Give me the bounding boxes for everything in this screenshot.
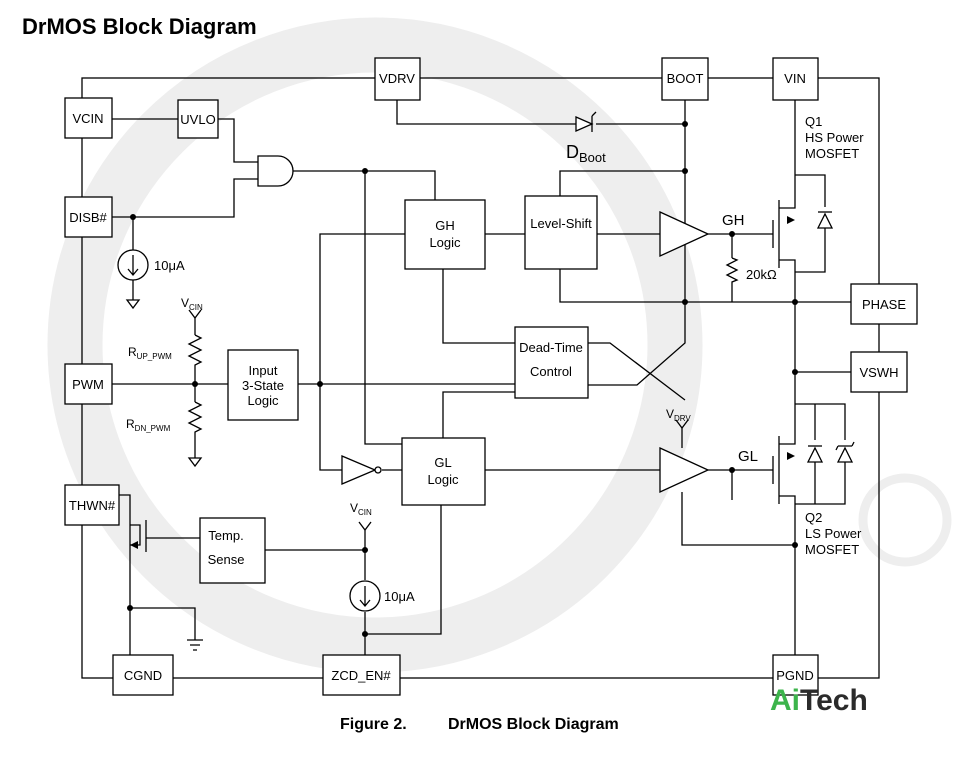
pin-phase-label: PHASE <box>862 297 906 312</box>
rup-label: RUP_PWM <box>128 345 172 361</box>
pin-thwn <box>64 484 120 526</box>
dead-time-block <box>514 326 589 399</box>
input-logic-label-2: 3-State <box>242 378 284 393</box>
gl-driver <box>659 446 710 494</box>
temp-sense-block <box>199 517 266 584</box>
pin-pgnd-label: PGND <box>776 668 814 683</box>
level-shift-label: Level-Shift <box>530 216 592 231</box>
pin-vswh-label: VSWH <box>860 365 899 380</box>
pin-boot <box>661 57 709 101</box>
q2-label-1: Q2 <box>805 510 822 525</box>
watermark <box>47 17 952 673</box>
pin-thwn-label: THWN# <box>69 498 116 513</box>
rup-resistor <box>187 334 203 370</box>
pin-vswh <box>850 351 908 393</box>
thwn-gate-arrow <box>130 541 138 549</box>
isrc-top-label: 10μA <box>154 258 185 273</box>
q1-label-1: Q1 <box>805 114 822 129</box>
temp-sense-label-2: Sense <box>208 552 245 567</box>
gh-logic-label-1: GH <box>435 218 455 233</box>
pin-disb-label: DISB# <box>69 210 107 225</box>
and-gate <box>257 155 294 187</box>
hs-gate-arrow <box>787 216 795 224</box>
current-source-zcd <box>349 580 381 612</box>
pin-boot-label: BOOT <box>667 71 704 86</box>
input-logic-label-1: Input <box>249 363 278 378</box>
pin-vcin-label: VCIN <box>72 111 103 126</box>
ls-body-diode <box>806 445 824 463</box>
inverter <box>341 455 382 485</box>
input-logic-label-3: Logic <box>247 393 279 408</box>
dboot-label: DBoot <box>566 142 606 165</box>
gl-logic-label-2: Logic <box>427 472 459 487</box>
pin-phase <box>850 283 918 325</box>
pin-vdrv-label: VDRV <box>379 71 415 86</box>
gh-signal-label: GH <box>722 212 745 229</box>
figure-caption-text: DrMOS Block Diagram <box>448 716 619 733</box>
pin-cgnd-label: CGND <box>124 668 162 683</box>
pin-vdrv <box>374 57 421 101</box>
pin-cgnd <box>112 654 174 696</box>
aitech-logo: AiTech <box>770 684 868 717</box>
pin-zcd-en <box>322 654 401 696</box>
gl-logic-block <box>401 437 486 506</box>
r20k-resistor <box>725 257 739 286</box>
page-title: DrMOS Block Diagram <box>22 14 257 39</box>
r20k-label: 20kΩ <box>746 267 777 282</box>
junctions <box>127 121 798 637</box>
dead-time-label-1: Dead-Time <box>519 340 583 355</box>
pin-vcin <box>64 97 113 139</box>
pin-vin-label: VIN <box>784 71 806 86</box>
q1-label-3: MOSFET <box>805 146 859 161</box>
input-logic-block <box>227 349 299 421</box>
vcin-supply-arrow-2 <box>358 521 372 532</box>
rdn-resistor <box>187 401 203 437</box>
isrc-bottom-label: 10μA <box>384 589 415 604</box>
uvlo-block <box>177 99 219 139</box>
gl-logic-label-1: GL <box>434 455 451 470</box>
pin-vin <box>772 57 819 101</box>
vcin-supply-arrow-1 <box>188 309 202 320</box>
vdrv-label: VDRV <box>666 407 691 423</box>
vcin-label-top: VCIN <box>181 296 203 312</box>
rdn-label: RDN_PWM <box>126 417 171 433</box>
figure-caption: Figure 2. DrMOS Block Diagram <box>340 716 619 734</box>
ls-gate-arrow <box>787 452 795 460</box>
vdrv-supply-arrow <box>675 419 689 430</box>
ls-schottky-diode <box>835 441 855 463</box>
gl-signal-label: GL <box>738 448 758 465</box>
temp-sense-label-1: Temp. <box>208 528 243 543</box>
hs-body-diode <box>816 211 834 229</box>
q1-label-2: HS Power <box>805 130 864 145</box>
level-shift-block <box>524 195 598 270</box>
vcin-label-bottom: VCIN <box>350 501 372 517</box>
gh-logic-label-2: Logic <box>429 235 461 250</box>
q2-label-2: LS Power <box>805 526 862 541</box>
dead-time-label-2: Control <box>530 364 572 379</box>
q2-label-3: MOSFET <box>805 542 859 557</box>
figure-number: Figure 2. <box>340 716 407 733</box>
gh-driver <box>659 210 710 258</box>
pin-pwm-label: PWM <box>72 377 104 392</box>
pin-disb <box>64 196 113 238</box>
pin-pwm <box>64 363 113 405</box>
uvlo-label: UVLO <box>180 112 215 127</box>
pin-zcd-en-label: ZCD_EN# <box>331 668 391 683</box>
gh-logic-block <box>404 199 486 270</box>
wires <box>112 100 851 655</box>
current-source-disb <box>117 249 149 281</box>
pin-pgnd <box>772 654 819 696</box>
dboot-diode <box>575 111 597 132</box>
